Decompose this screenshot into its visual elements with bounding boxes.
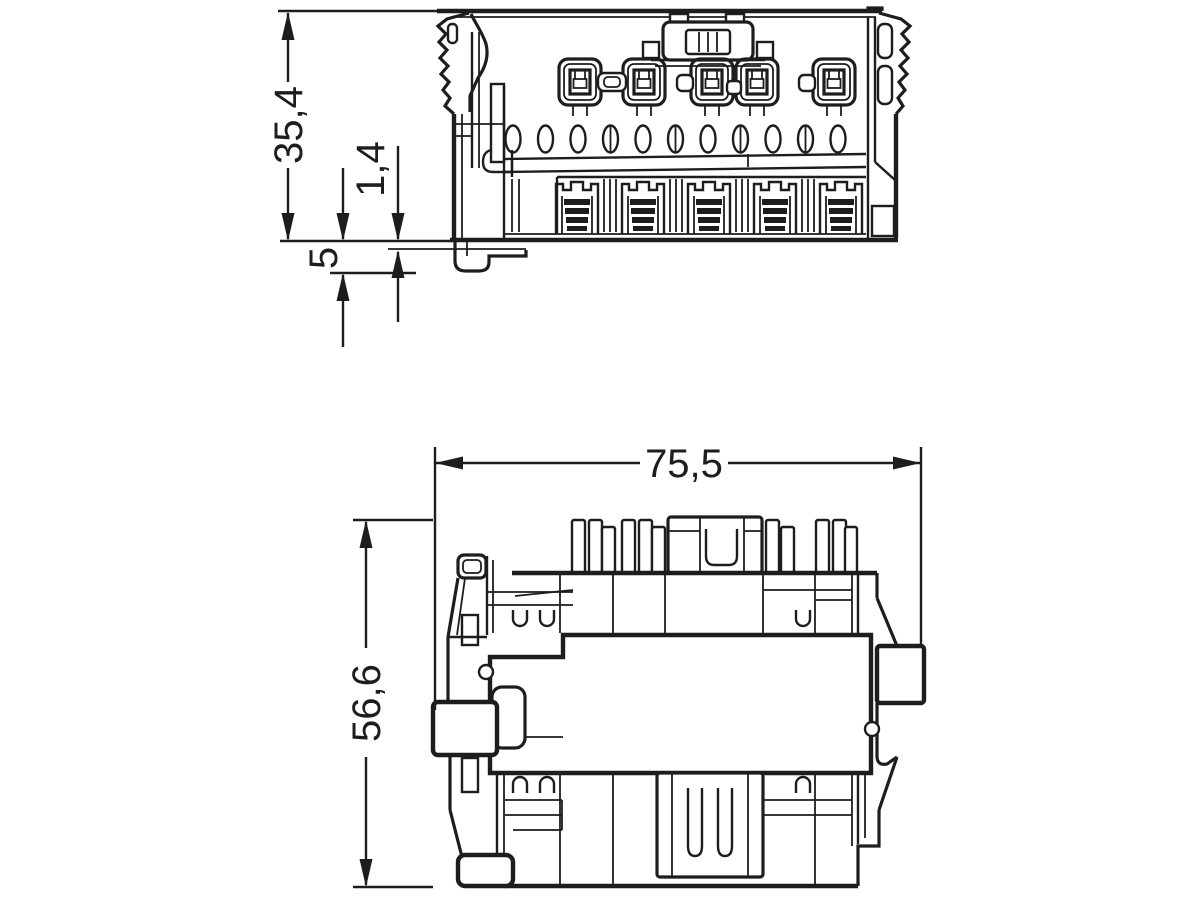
front-view-drawing [388,6,913,273]
left-mounting-lug [430,699,500,758]
dim-label-front-height: 35,4 [267,86,311,164]
side-view-drawing [430,515,927,889]
dim-label-front-foot: 5 [302,247,346,269]
dim-label-front-flange: 1,4 [349,141,393,197]
top-locking-pins [570,515,859,575]
bottom-locking-block [655,771,765,879]
dim-label-side-width: 75,5 [645,442,723,486]
marker-label-field [487,632,874,776]
right-pivot-pin [863,720,881,738]
dimension-annotations-front: 35,4 5 1,4 [267,9,452,347]
bottom-left-foot [455,852,516,889]
socket-contacts [557,57,857,116]
dimension-1-4: 1,4 [349,141,405,322]
left-pivot-pin [477,663,495,681]
dimension-56-6: 56,6 [345,520,389,887]
cage-clamp-row [511,175,866,234]
dimension-35-4: 35,4 [267,12,311,241]
dimension-annotations-side: 75,5 56,6 [345,442,923,889]
dimension-75-5: 75,5 [435,442,921,486]
right-mounting-lug [874,643,927,706]
dim-label-side-height: 56,6 [345,664,389,742]
din-rail-foot [388,238,528,273]
wire-entry-holes [504,124,847,154]
